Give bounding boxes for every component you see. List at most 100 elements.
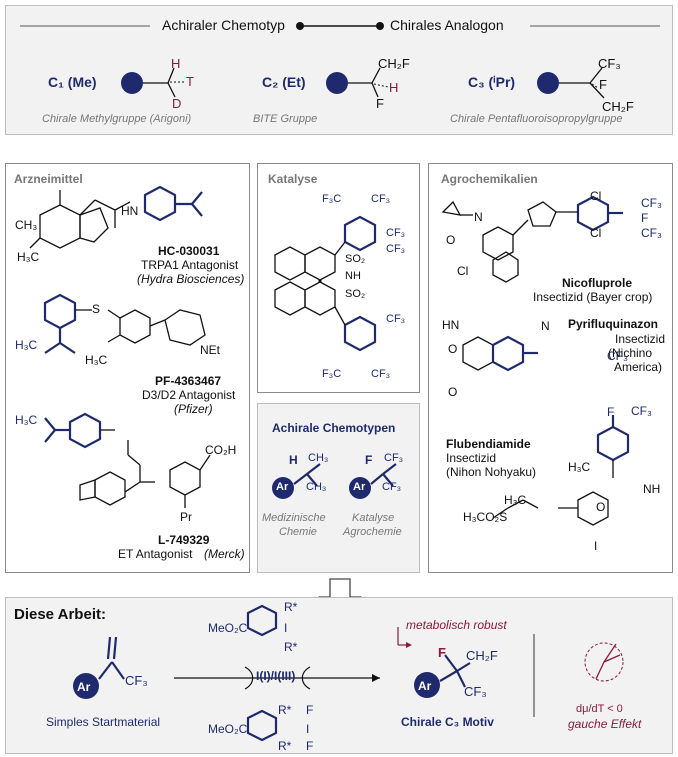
compound-pf-4363467-desc: D3/D2 Antagonist [142,388,236,402]
kat-cf3-3: CF₃ [386,243,406,255]
agro-cl-3: Cl [457,264,469,278]
compound-pyrifluquinazon-source-2: America) [614,360,663,374]
c3-caption: Chirale Pentafluoroisopropylgruppe [450,113,623,125]
reagent-top-ester: MeO₂C [208,621,248,635]
reagent-bottom-r1: R* [278,703,292,717]
agro-cl-1: Cl [590,189,602,203]
agro-cf3-4: CF₃ [631,404,652,418]
reagent-bottom-i: I [306,722,310,736]
compound-hc-030031-desc: TRPA1 Antagonist [141,258,239,272]
bottom-scheme [73,604,624,742]
hc-h3c: H₃C [17,250,40,264]
product-f: F [438,645,446,660]
agro-cl-2: Cl [590,226,602,240]
product-ar: Ar [418,679,432,693]
compound-l-749329-source: (Merck) [204,547,245,561]
pf-net: NEt [200,343,221,357]
agro-panel [428,163,673,573]
compound-pyrifluquinazon-name: Pyrifluquinazon [568,317,658,331]
c3-sub-ch2f: CH₂F [602,99,634,114]
agro-hn: HN [442,318,460,332]
start-label: Simples Startmaterial [46,715,161,729]
caption-medizin-1: Medizinische [262,512,326,524]
kat-cf3-5: CF₃ [371,368,391,380]
achirale-structures [272,463,397,499]
reagent-bottom-f1: F [306,703,314,717]
c3-sub-f: F [599,77,607,92]
pf-h3c: H₃C [85,353,108,367]
c1-sub-d: D [172,96,182,111]
agro-cf3-3: CF₃ [607,349,628,363]
compound-pf-4363467-source: (Pfizer) [174,402,213,416]
agro-h3c-1: H₃C [568,460,591,474]
kat-so2-bottom: SO₂ [345,288,366,300]
compound-l-749329-name: L-749329 [158,533,210,547]
annotation-metabolic: metabolisch robust [406,618,507,632]
kat-f3c-1: F₃C [322,193,342,205]
reagent-top-r2: R* [284,640,298,654]
compound-hc-030031-source: (Hydra Biosciences) [137,272,245,286]
c2-sub-f: F [376,96,384,111]
caption-medizin-2: Chemie [279,526,317,538]
hc-hn: HN [121,204,139,218]
c3-title: C₃ (ⁱPr) [468,74,516,90]
compound-nicofluprole-name: Nicofluprole [562,276,633,290]
agro-f-2: F [607,405,615,419]
start-cf3: CF₃ [125,673,148,688]
caption-katalyse-1: Katalyse [352,512,395,524]
hc-ch3: CH₃ [15,218,38,232]
achirale-cf3-2: CF₃ [382,481,402,493]
agro-n-pyridine: N [541,319,550,333]
agro-header: Agrochemikalien [441,172,538,186]
agro-nh: NH [643,482,661,496]
kat-cf3-1: CF₃ [371,193,391,205]
agro-f-1: F [641,211,649,225]
chiral-analogue-label: Chirales Analogon [390,17,504,33]
kat-cf3-4: CF₃ [386,313,406,325]
reagent-bottom-ester: MeO₂C [208,722,248,736]
agro-so2: H₃CO₂S [463,510,508,524]
achirale-f: F [365,453,373,467]
agro-cf3-1: CF₃ [641,196,662,210]
compound-pf-4363467-name: PF-4363467 [155,374,222,388]
arzneimittel-panel [5,163,250,573]
top-diagram [20,22,660,99]
c2-caption: BITE Gruppe [253,113,318,125]
bottom-title: Diese Arbeit: [14,606,106,623]
reagent-bottom-f2: F [306,739,314,753]
reagent-top-r1: R* [284,600,298,614]
agro-structures [441,195,630,526]
start-ar: Ar [77,680,91,694]
c2-sub-h: H [389,80,399,95]
l-h3c: H₃C [15,413,38,427]
c1-sub-h: H [171,56,181,71]
kat-f3c-2: F₃C [322,368,342,380]
product-ch2f: CH₂F [466,648,498,663]
achirale-h: H [289,453,298,467]
bottom-panel [5,597,673,754]
agro-o-4: O [596,500,606,514]
agro-i: I [594,539,598,553]
agro-o-3: O [448,385,458,399]
agro-o-2: O [448,342,458,356]
achirale-header: Achirale Chemotypen [272,421,396,435]
compound-pyrifluquinazon-desc: Insectizid [615,332,666,346]
gauche-effect: gauche Effekt [568,717,642,731]
c1-caption: Chirale Methylgruppe (Arigoni) [42,113,192,125]
achirale-ch3-1: CH₃ [308,452,329,464]
compound-flubendiamide-desc: Insectizid [446,451,497,465]
katalyse-structure [274,215,377,352]
caption-katalyse-2: Agrochemie [343,526,402,538]
arzneimittel-header: Arzneimittel [14,172,83,186]
compound-flubendiamide-name: Flubendiamide [446,437,531,451]
c1-sub-t: T [186,74,194,89]
reagent-bottom-r2: R* [278,739,292,753]
arzneimittel-structures [29,185,211,508]
agro-o-1: O [446,233,456,247]
achirale-cf3-1: CF₃ [384,452,404,464]
product-cf3: CF₃ [464,684,487,699]
compound-pyrifluquinazon-source: (Nichino [608,346,653,360]
gauche-formula: dμ/dT < 0 [576,703,623,715]
compound-l-749329-desc: ET Antagonist [118,547,193,561]
agro-n-1: N [474,210,483,224]
